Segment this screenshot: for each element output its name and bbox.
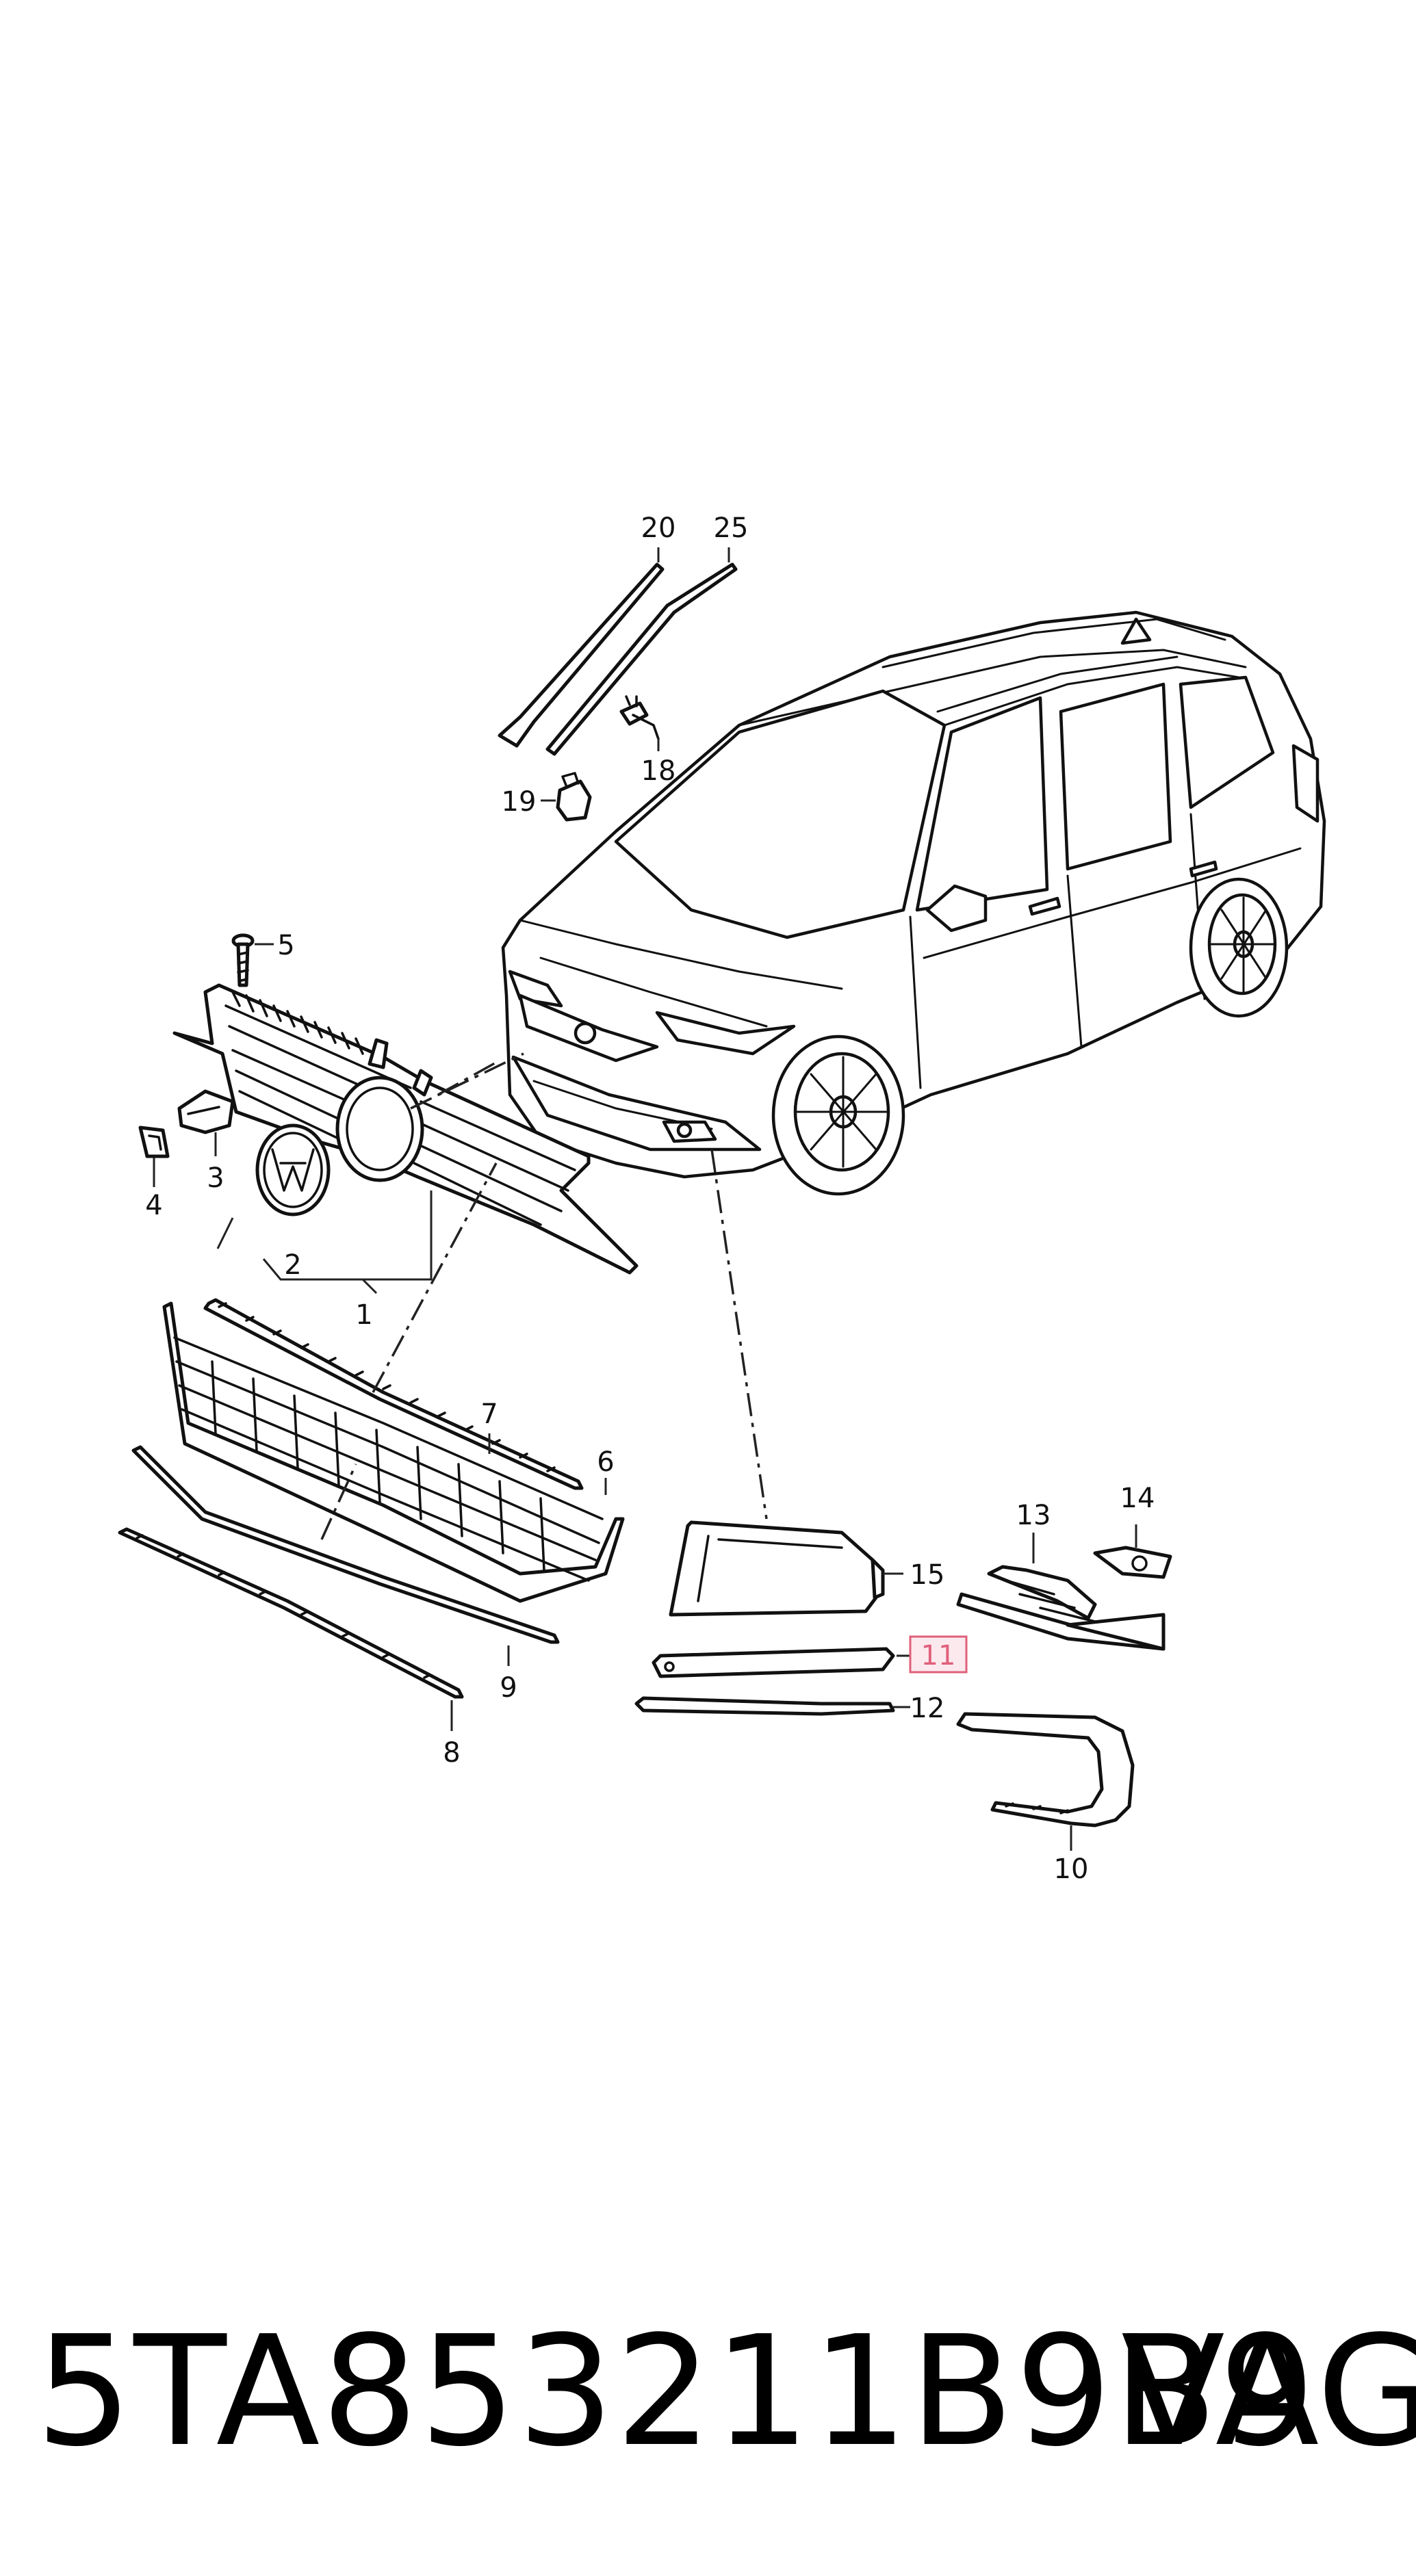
part-19-clip [556,772,592,822]
callout-4: 4 [145,1190,162,1221]
callout-12: 12 [910,1693,945,1724]
part-6-lower-grille [162,1301,625,1603]
part-9-trim [131,1445,560,1644]
callout-labels: 20 25 18 19 5 4 3 2 1 7 6 9 8 15 11 12 1… [145,512,1155,1885]
lower-grille-parts [118,1298,625,1699]
callout-6: 6 [597,1446,614,1478]
part-12-trim [634,1696,895,1716]
callout-11: 11 [921,1640,956,1671]
callout-11-highlight-box [909,1635,968,1674]
part-7-trim [203,1298,584,1490]
part-5-screw [231,933,255,987]
part-number: 5TA853211B9B9 [36,2304,1317,2480]
callout-1: 1 [355,1299,372,1331]
part-20-roof-trim-strip [498,562,665,748]
callout-8: 8 [443,1737,460,1769]
part-3-bracket [177,1089,235,1134]
part-8-trim [118,1527,464,1699]
part-2-vw-emblem [255,1123,331,1217]
reference-lines [320,1052,768,1540]
callout-15: 15 [910,1559,945,1591]
part-4-clip [138,1126,170,1158]
roof-trim-parts [498,547,738,822]
callout-25: 25 [714,512,749,544]
callout-14: 14 [1120,1483,1155,1514]
right-side-parts [634,1520,1172,1827]
part-11-chrome-trim [652,1647,895,1678]
callout-19: 19 [502,786,537,818]
callout-13: 13 [1016,1500,1051,1531]
callout-3: 3 [207,1162,224,1194]
callout-5: 5 [277,930,294,961]
vehicle-illustration [501,610,1326,1196]
brand-label: VAG [1121,2304,1416,2480]
callout-20: 20 [641,512,676,544]
callout-18: 18 [641,755,676,787]
callout-10: 10 [1054,1853,1089,1885]
part-10-surround [956,1712,1135,1827]
callout-7: 7 [480,1398,498,1430]
callout-2: 2 [284,1249,301,1281]
part-15-fog-cover [669,1520,878,1617]
part-25-roof-seal-strip [545,562,738,756]
part-18-clip [619,695,660,740]
callout-9: 9 [500,1672,517,1704]
